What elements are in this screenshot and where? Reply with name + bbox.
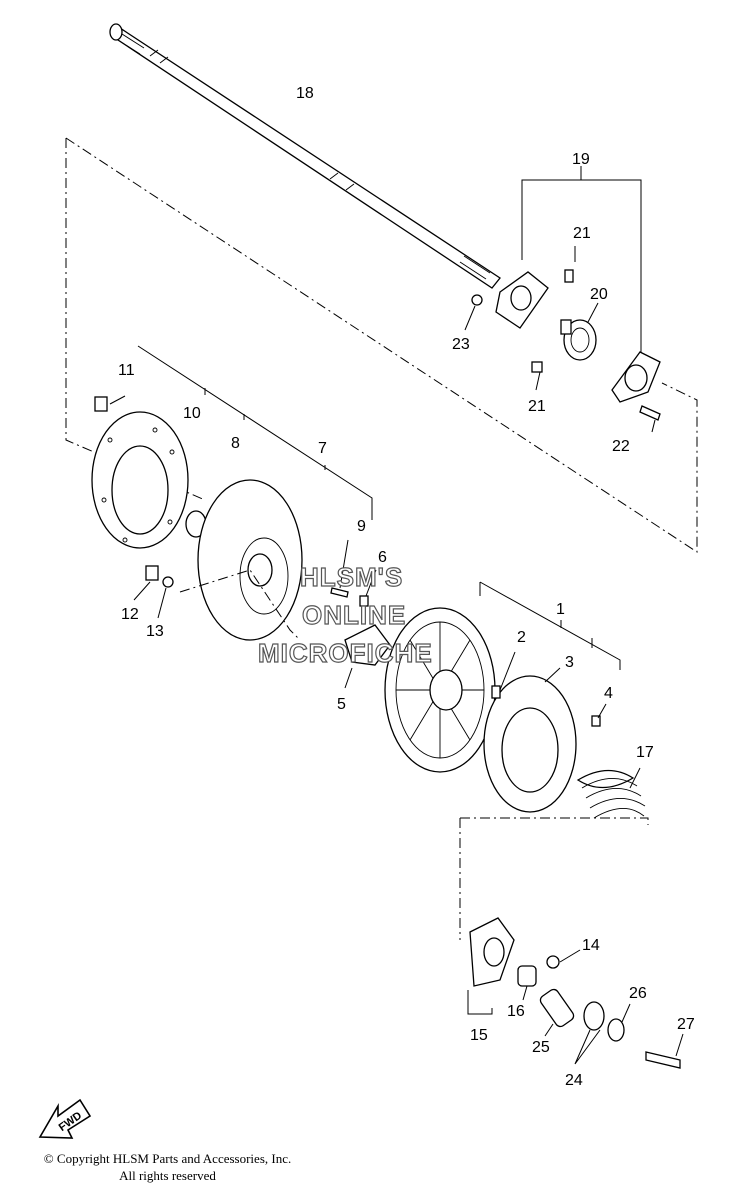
secondary-sheave — [91, 345, 373, 641]
callout-7: 7 — [318, 440, 327, 457]
callout-15: 15 — [470, 1027, 488, 1044]
lower-assembly — [459, 817, 684, 1069]
callout-25: 25 — [532, 1039, 550, 1056]
callout-24: 24 — [565, 1072, 583, 1089]
callout-11: 11 — [118, 362, 135, 379]
callout-5: 5 — [337, 696, 346, 713]
callout-13: 13 — [146, 623, 164, 640]
callout-21b: 21 — [528, 398, 546, 415]
callout-2: 2 — [517, 629, 526, 646]
watermark-line-3: MICROFICHE — [258, 638, 433, 668]
callout-10: 10 — [183, 405, 201, 422]
callout-23: 23 — [452, 336, 470, 353]
drive-shaft — [109, 23, 501, 289]
primary-sheave — [330, 539, 621, 813]
copyright-notice: © Copyright HLSM Parts and Accessories, … — [0, 1150, 335, 1184]
watermark-line-1: HLSM'S — [300, 562, 403, 592]
copyright-line-1: © Copyright HLSM Parts and Accessories, … — [43, 1151, 292, 1166]
watermark: HLSM'S ONLINE MICROFICHE — [257, 561, 433, 668]
spring — [576, 767, 646, 819]
fwd-arrow-icon: FWD — [38, 1098, 92, 1139]
callout-labels: 1 2 3 4 5 6 7 8 9 10 11 12 13 14 15 16 1… — [118, 85, 695, 1089]
callout-26: 26 — [629, 985, 647, 1002]
callout-18: 18 — [296, 85, 314, 102]
bearing-assembly — [464, 166, 661, 433]
callout-1: 1 — [556, 601, 565, 618]
callout-21a: 21 — [573, 225, 591, 242]
copyright-line-2: All rights reserved — [119, 1168, 216, 1183]
callout-16: 16 — [507, 1003, 525, 1020]
callout-6: 6 — [378, 549, 387, 566]
callout-12: 12 — [121, 606, 139, 623]
callout-27: 27 — [677, 1016, 695, 1033]
callout-14: 14 — [582, 937, 600, 954]
callout-3: 3 — [565, 654, 574, 671]
callout-22: 22 — [612, 438, 630, 455]
watermark-line-2: ONLINE — [302, 600, 406, 630]
callout-20: 20 — [590, 286, 608, 303]
callout-4: 4 — [604, 685, 613, 702]
callout-19: 19 — [572, 151, 590, 168]
callout-8: 8 — [231, 435, 240, 452]
callout-9: 9 — [357, 518, 366, 535]
callout-17: 17 — [636, 744, 654, 761]
